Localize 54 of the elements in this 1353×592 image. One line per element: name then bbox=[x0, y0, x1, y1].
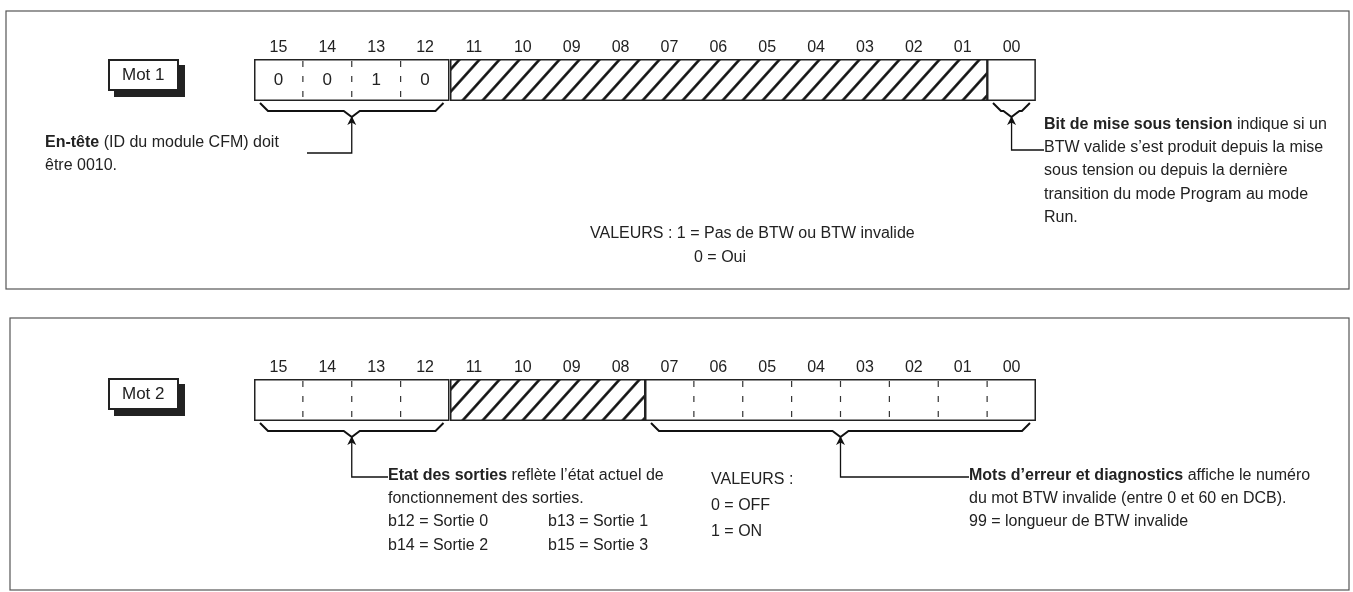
leader-line bbox=[306, 116, 357, 154]
callout-text: En-tête (ID du module CFM) doit être 0010. bbox=[45, 130, 307, 177]
value-note: 1 = ON bbox=[711, 521, 763, 541]
callout-text: Etat des sorties reflète l’état actuel de fonctionnement des sorties. bbox=[388, 465, 665, 509]
leader-line bbox=[1007, 116, 1045, 151]
bit-number: 03 bbox=[856, 37, 874, 57]
value-note: 0 = OFF bbox=[711, 495, 771, 515]
bit-number: 06 bbox=[709, 357, 728, 377]
bit-number: 11 bbox=[465, 37, 483, 57]
bit-value: 0 bbox=[322, 70, 333, 90]
bit-number: 05 bbox=[758, 357, 777, 377]
bit-number: 14 bbox=[318, 37, 337, 57]
bit-number: 11 bbox=[465, 357, 483, 377]
bit-number: 12 bbox=[416, 37, 434, 57]
leader-line bbox=[836, 436, 970, 478]
bit-number: 00 bbox=[1002, 357, 1021, 377]
bit-number: 09 bbox=[562, 37, 581, 57]
callout-text: Bit de mise sous tension indique si un BTW valide s’est produit depuis la mise sous tension ou depuis la dernière transition du mode Program au mode Run. bbox=[1044, 112, 1344, 228]
bit-number: 14 bbox=[318, 357, 337, 377]
bit-number: 04 bbox=[807, 37, 825, 57]
callout-text: Mots d’erreur et diagnostics affiche le numéro du mot BTW invalide (entre 0 et 60 en DCB). bbox=[969, 465, 1312, 509]
value-note: b13 = Sortie 1 bbox=[548, 511, 650, 532]
value-note: 99 = longueur de BTW invalide bbox=[969, 511, 1190, 532]
bit-number: 02 bbox=[904, 357, 923, 377]
bit-number: 05 bbox=[758, 37, 777, 57]
value-note: VALEURS : 1 = Pas de BTW ou BTW invalide bbox=[590, 223, 915, 243]
value-note: b15 = Sortie 3 bbox=[548, 534, 650, 555]
bit-number: 09 bbox=[562, 357, 581, 377]
bit-number: 04 bbox=[807, 357, 825, 377]
bit-number: 01 bbox=[953, 357, 972, 377]
value-note: 0 = Oui bbox=[694, 247, 747, 267]
bit-number: 10 bbox=[513, 37, 532, 57]
bit-number: 08 bbox=[611, 37, 630, 57]
bit-value: 1 bbox=[371, 70, 381, 90]
value-note: b14 = Sortie 2 bbox=[388, 534, 490, 555]
bit-value: 0 bbox=[273, 70, 284, 90]
bit-number: 02 bbox=[904, 37, 923, 57]
bit-number: 03 bbox=[856, 357, 874, 377]
bit-number: 08 bbox=[611, 357, 630, 377]
bit-number: 15 bbox=[269, 357, 288, 377]
value-note: VALEURS : bbox=[711, 469, 794, 489]
value-note: b12 = Sortie 0 bbox=[388, 511, 490, 532]
bit-number: 06 bbox=[709, 37, 728, 57]
leader-line bbox=[347, 436, 389, 478]
bit-number: 00 bbox=[1002, 37, 1021, 57]
bit-number: 12 bbox=[416, 357, 434, 377]
bit-number: 07 bbox=[660, 37, 679, 57]
bit-number: 13 bbox=[367, 357, 386, 377]
bit-number: 07 bbox=[660, 357, 679, 377]
bit-number: 01 bbox=[953, 37, 972, 57]
bit-number: 15 bbox=[269, 37, 288, 57]
bit-value: 0 bbox=[420, 70, 430, 90]
bit-number: 10 bbox=[513, 357, 532, 377]
bit-number: 13 bbox=[367, 37, 386, 57]
